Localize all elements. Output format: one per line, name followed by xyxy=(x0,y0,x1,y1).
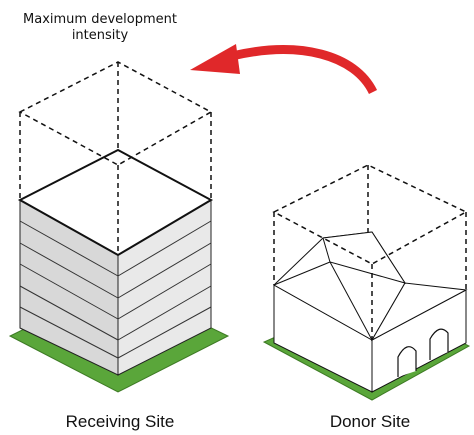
receiving-building-roof xyxy=(17,148,214,257)
donor-house-arches xyxy=(397,328,449,377)
receiving-max-envelope xyxy=(18,61,213,255)
max-intensity-label: Maximum development intensity xyxy=(20,12,180,44)
donor-site-group xyxy=(262,164,471,401)
max-intensity-label-line2: intensity xyxy=(71,28,129,43)
donor-site-label: Donor Site xyxy=(329,412,411,431)
transfer-arrow-head xyxy=(190,44,240,74)
receiving-site-group xyxy=(8,61,230,393)
receiving-floor-lines xyxy=(19,220,212,359)
transfer-arrow-shaft xyxy=(230,45,378,95)
donor-max-envelope xyxy=(272,164,468,340)
max-intensity-label-line1: Maximum development xyxy=(23,12,177,27)
receiving-site-label: Receiving Site xyxy=(65,412,175,431)
transfer-arrow xyxy=(190,44,378,95)
